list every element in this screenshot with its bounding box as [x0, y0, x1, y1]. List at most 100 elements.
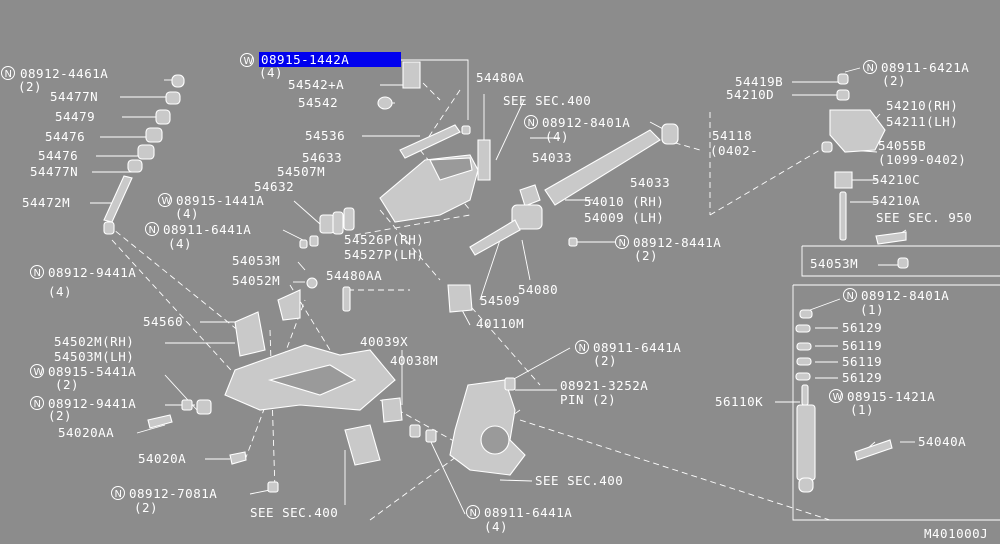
svg-text:W: W [162, 196, 172, 207]
svg-text:(2): (2) [134, 500, 158, 515]
svg-text:(2): (2) [18, 79, 42, 94]
part-label[interactable]: 08912-8401A [542, 115, 630, 130]
part-label[interactable]: PIN (2) [560, 392, 616, 407]
part-label[interactable]: 54053M [810, 256, 858, 271]
part-label[interactable]: 54509 [480, 293, 520, 308]
part-label[interactable]: 54118 [712, 128, 752, 143]
part-label[interactable]: 40038M [390, 353, 438, 368]
part-label[interactable]: 54080 [518, 282, 558, 297]
part-label[interactable]: 54527P(LH) [344, 247, 424, 262]
section-reference[interactable]: SEE SEC.400 [250, 505, 338, 520]
part-label[interactable]: 54009 (LH) [584, 210, 664, 225]
part-label[interactable]: 54210A [872, 193, 920, 208]
compression-rod [447, 123, 679, 313]
part-label[interactable]: 08912-4461A [20, 66, 108, 81]
svg-text:N: N [34, 268, 41, 279]
part-label[interactable]: 54020A [138, 451, 186, 466]
svg-text:N: N [5, 69, 12, 80]
part-label[interactable]: 54210D [726, 87, 774, 102]
part-label[interactable]: 08915-1441A [176, 193, 264, 208]
part-label[interactable]: 54020AA [58, 425, 114, 440]
part-label[interactable]: 54053M [232, 253, 280, 268]
part-label[interactable]: 08911-6421A [881, 60, 969, 75]
part-label[interactable]: 54536 [305, 128, 345, 143]
diagram-code: M401000J [924, 526, 988, 541]
washer-symbol-icon [240, 53, 254, 67]
svg-text:W: W [34, 367, 44, 378]
svg-text:N: N [867, 63, 874, 74]
part-label[interactable]: 08911-6441A [593, 340, 681, 355]
svg-text:N: N [115, 489, 122, 500]
part-label[interactable]: 54507M [277, 164, 325, 179]
svg-text:N: N [34, 399, 41, 410]
steering-knuckle [425, 377, 526, 476]
assembly-lines [107, 75, 831, 521]
part-label[interactable]: 54633 [302, 150, 342, 165]
part-label[interactable]: 40039X [360, 334, 408, 349]
part-label[interactable]: 56110K [715, 394, 763, 409]
part-label[interactable]: 54480A [476, 70, 524, 85]
part-label[interactable]: 56119 [842, 354, 882, 369]
part-label[interactable]: 08915-5441A [48, 364, 136, 379]
part-label[interactable]: 54502M(RH) [54, 334, 134, 349]
part-label[interactable]: 40110M [476, 316, 524, 331]
svg-text:N: N [847, 291, 854, 302]
part-label[interactable]: 54542+A [288, 77, 344, 92]
part-label[interactable]: 54055B [878, 138, 926, 153]
part-label[interactable]: 54472M [22, 195, 70, 210]
part-label[interactable]: 54211(LH) [886, 114, 958, 129]
svg-text:N: N [528, 118, 535, 129]
svg-text:(1): (1) [850, 402, 874, 417]
part-label[interactable]: 54503M(LH) [54, 349, 134, 364]
part-label[interactable]: 54477N [50, 89, 98, 104]
shock-absorber-group [792, 284, 1000, 521]
part-label[interactable]: 54526P(RH) [344, 232, 424, 247]
highlighted-part-number[interactable]: 08915-1442A [261, 52, 349, 67]
part-label[interactable]: 08911-6441A [484, 505, 572, 520]
part-label[interactable]: 08921-3252A [560, 378, 648, 393]
part-label[interactable]: 08915-1421A [847, 389, 935, 404]
part-label[interactable]: 54542 [298, 95, 338, 110]
svg-text:(2): (2) [882, 73, 906, 88]
part-label[interactable]: 08912-8401A [861, 288, 949, 303]
part-label[interactable]: 54477N [30, 164, 78, 179]
part-label[interactable]: 08912-7081A [129, 486, 217, 501]
part-label[interactable]: (0402- [710, 143, 758, 158]
part-label[interactable]: 54476 [45, 129, 85, 144]
part-label[interactable]: 54632 [254, 179, 294, 194]
part-label[interactable]: 54476 [38, 148, 78, 163]
part-label[interactable]: 08912-8441A [633, 235, 721, 250]
svg-text:(4): (4) [175, 206, 199, 221]
part-label[interactable]: 54033 [630, 175, 670, 190]
svg-text:N: N [149, 225, 156, 236]
part-label[interactable]: 54480AA [326, 268, 382, 283]
section-reference[interactable]: SEE SEC.400 [535, 473, 623, 488]
section-reference[interactable]: SEE SEC. 950 [876, 210, 972, 225]
svg-text:(2): (2) [55, 377, 79, 392]
highlight-callout[interactable]: W 08915-1442A (4) [240, 52, 402, 80]
part-label[interactable]: 08912-9441A [48, 396, 136, 411]
part-label[interactable]: SEE SEC.400 [503, 93, 591, 108]
part-label[interactable]: 08912-9441A [48, 265, 136, 280]
upper-link-parts [277, 61, 491, 321]
part-label[interactable]: 54419B [735, 74, 783, 89]
svg-text:(1): (1) [860, 302, 884, 317]
part-label[interactable]: 54052M [232, 273, 280, 288]
part-label[interactable]: 54479 [55, 109, 95, 124]
svg-text:(2): (2) [48, 408, 72, 423]
svg-text:N: N [619, 238, 626, 249]
part-label[interactable]: 56129 [842, 370, 882, 385]
part-label[interactable]: 54560 [143, 314, 183, 329]
part-label[interactable]: (1099-0402) [878, 152, 966, 167]
part-label[interactable]: 56129 [842, 320, 882, 335]
callout-labels: N 08912-4461A (2) 54477N 54479 54476 544… [1, 60, 988, 541]
highlighted-part-qty: (4) [259, 65, 283, 80]
part-label[interactable]: 54210(RH) [886, 98, 958, 113]
part-label[interactable]: 54010 (RH) [584, 194, 664, 209]
svg-text:(4): (4) [484, 519, 508, 534]
part-label[interactable]: 54040A [918, 434, 966, 449]
part-label[interactable]: 08911-6441A [163, 222, 251, 237]
part-label[interactable]: 56119 [842, 338, 882, 353]
part-label[interactable]: 54033 [532, 150, 572, 165]
part-label[interactable]: 54210C [872, 172, 920, 187]
